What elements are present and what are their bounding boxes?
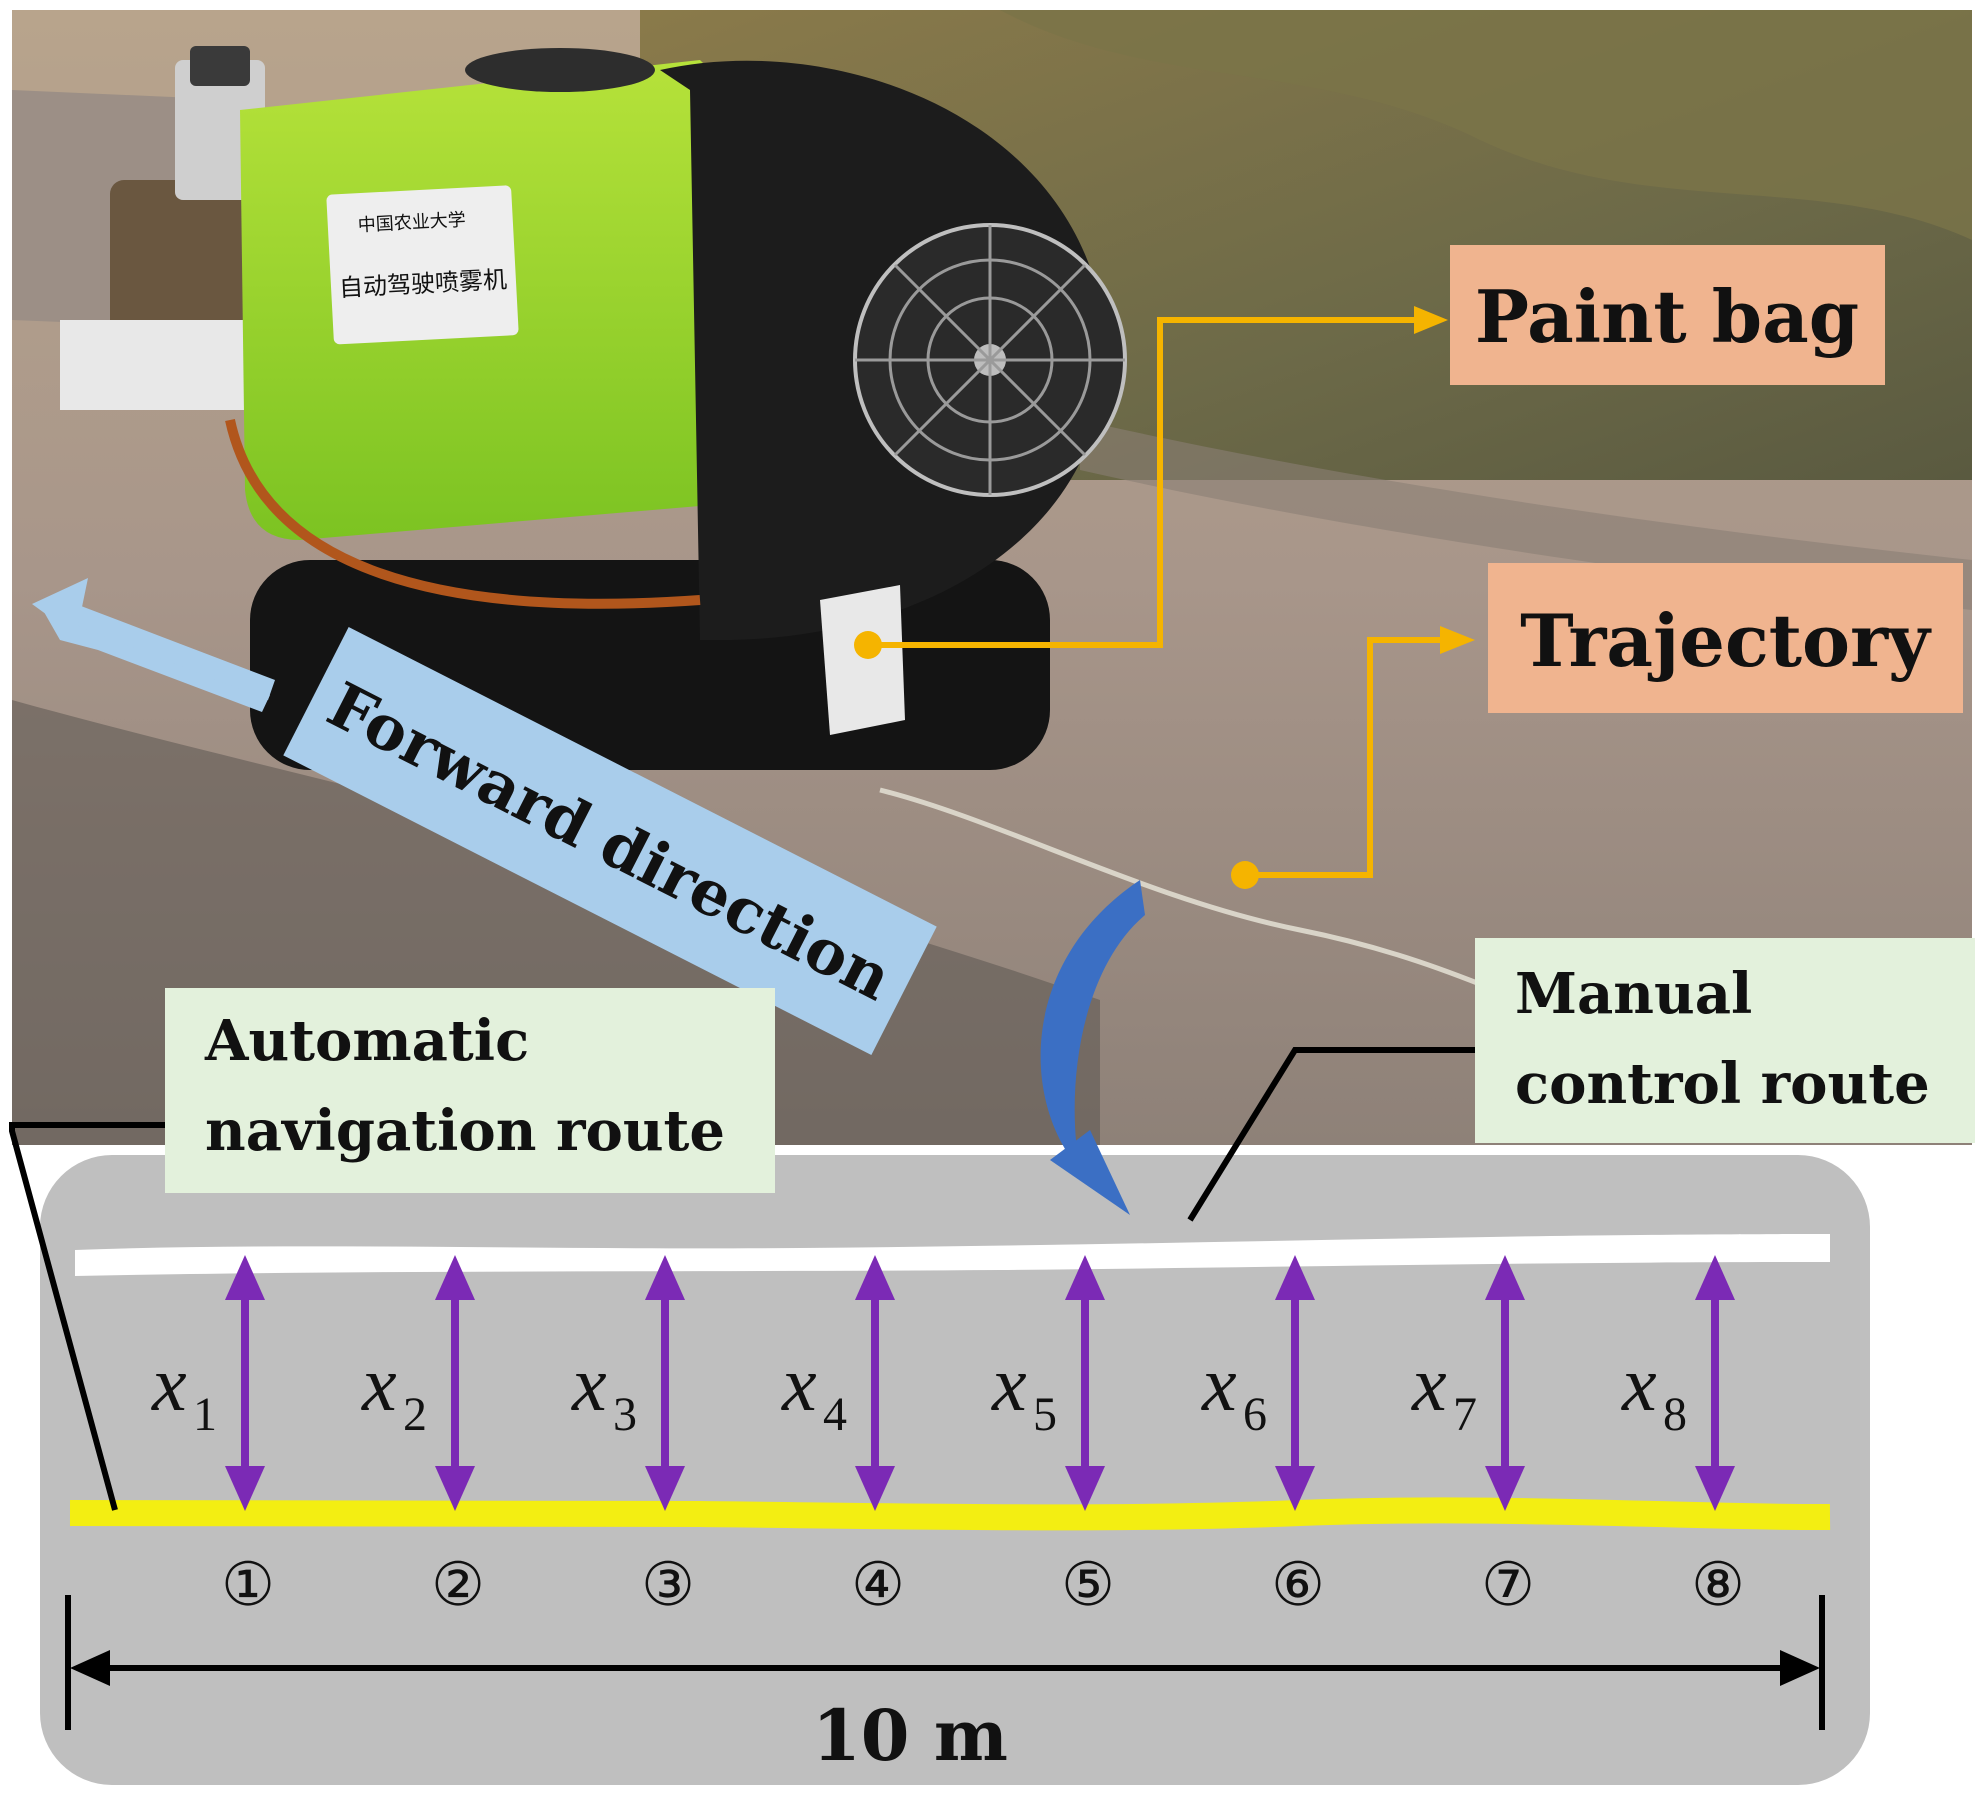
measurement-arrowhead-top-7 <box>1485 1255 1525 1300</box>
automatic-route-box <box>165 988 775 1193</box>
measurement-point-2: ② <box>431 1550 485 1620</box>
measurement-subscript-4: 4 <box>823 1388 847 1441</box>
paint-bag-anchor <box>854 631 882 659</box>
paint-bag-leader <box>868 317 1420 648</box>
forward-arrow-head <box>32 578 88 636</box>
measurement-arrowhead-bottom-6 <box>1275 1466 1315 1511</box>
paint-bag-box <box>1450 245 1885 385</box>
manual-route-label-line-1: Manual <box>1515 961 1752 1027</box>
measurement-variable-3: x <box>571 1340 607 1427</box>
measurement-arrowhead-bottom-5 <box>1065 1466 1105 1511</box>
measurement-variable-1: x <box>151 1340 187 1427</box>
measurement-arrowhead-top-3 <box>645 1255 685 1300</box>
measurement-point-1: ① <box>221 1550 275 1620</box>
trajectory-leader <box>1245 637 1440 878</box>
forward-direction-box <box>283 627 937 1055</box>
automatic-route-label-line-2: navigation route <box>205 1098 725 1164</box>
sprayer-paint-bag <box>820 585 905 735</box>
trajectory-anchor <box>1231 861 1259 889</box>
measurement-arrowhead-top-8 <box>1695 1255 1735 1300</box>
measurement-arrowhead-top-2 <box>435 1255 475 1300</box>
measurement-subscript-7: 7 <box>1453 1388 1477 1441</box>
dimension-arrowhead-left <box>70 1650 110 1686</box>
measurement-point-4: ④ <box>851 1550 905 1620</box>
photo-paint-trace <box>879 787 1521 1003</box>
curved-arrow-icon <box>1040 880 1145 1215</box>
measurement-arrowhead-bottom-8 <box>1695 1466 1735 1511</box>
measurement-subscript-6: 6 <box>1243 1388 1267 1441</box>
curved-arrow-body <box>1040 880 1145 1170</box>
trajectory-label: Trajectory <box>1520 598 1932 683</box>
measurement-point-3: ③ <box>641 1550 695 1620</box>
measurement-variable-7: x <box>1411 1340 1447 1427</box>
photo-curb <box>1080 420 1972 610</box>
measurement-variable-5: x <box>991 1340 1027 1427</box>
curved-arrow-head <box>1050 1130 1130 1215</box>
measurement-arrowhead-top-5 <box>1065 1255 1105 1300</box>
manual-route-line <box>75 1234 1830 1276</box>
paint-bag-label: Paint bag <box>1475 274 1859 359</box>
measurement-arrowhead-bottom-1 <box>225 1466 265 1511</box>
sprayer-tank-lid <box>465 48 655 92</box>
measurement-point-8: ⑧ <box>1691 1550 1745 1620</box>
sprayer-hose <box>225 418 701 609</box>
measurement-subscript-3: 3 <box>613 1388 637 1441</box>
measurement-point-7: ⑦ <box>1481 1550 1535 1620</box>
measurement-variable-6: x <box>1201 1340 1237 1427</box>
measurement-variable-2: x <box>361 1340 397 1427</box>
manual-route-leader <box>1187 1047 1475 1222</box>
measurement-point-5: ⑤ <box>1061 1550 1115 1620</box>
sprayer-nameplate <box>326 185 519 345</box>
track-panel-background <box>40 1155 1870 1785</box>
trajectory-callout: Trajectory <box>1231 563 1963 889</box>
measurement-variable-4: x <box>781 1340 817 1427</box>
measurement-subscript-1: 1 <box>193 1388 217 1441</box>
dimension-arrowhead-right <box>1780 1650 1820 1686</box>
automatic-route-callout: Automatic navigation route <box>9 988 775 1511</box>
paint-bag-arrowhead <box>1414 306 1448 334</box>
measurement-arrowhead-bottom-3 <box>645 1466 685 1511</box>
photo-bush-shape <box>1000 10 1972 240</box>
manual-route-box <box>1475 938 1975 1143</box>
measurement-arrowhead-bottom-2 <box>435 1466 475 1511</box>
measurement-variable-8: x <box>1621 1340 1657 1427</box>
measurement-subscript-2: 2 <box>403 1388 427 1441</box>
automatic-route-line <box>69 1497 1831 1531</box>
automatic-route-label-line-1: Automatic <box>204 1008 529 1074</box>
measurement-arrowhead-top-4 <box>855 1255 895 1300</box>
trajectory-arrowhead <box>1440 626 1475 654</box>
paint-bag-callout: Paint bag <box>854 245 1885 659</box>
forward-arrow-shaft <box>54 598 275 700</box>
sprayer-lidar <box>190 46 250 86</box>
measurement-subscript-8: 8 <box>1663 1388 1687 1441</box>
measurement-arrowhead-bottom-7 <box>1485 1466 1525 1511</box>
measurement-arrowhead-top-6 <box>1275 1255 1315 1300</box>
automatic-route-leader <box>9 1122 165 1511</box>
measurement-arrowhead-bottom-4 <box>855 1466 895 1511</box>
manual-route-label-line-2: control route <box>1515 1051 1930 1117</box>
measurement-arrowhead-top-1 <box>225 1255 265 1300</box>
fan-spokes <box>855 225 1125 495</box>
measurement-point-6: ⑥ <box>1271 1550 1325 1620</box>
manual-route-callout: Manual control route <box>1187 938 1975 1222</box>
measurement-subscript-5: 5 <box>1033 1388 1057 1441</box>
dimension-label: 10 m <box>812 1694 1008 1777</box>
trajectory-box <box>1488 563 1963 713</box>
